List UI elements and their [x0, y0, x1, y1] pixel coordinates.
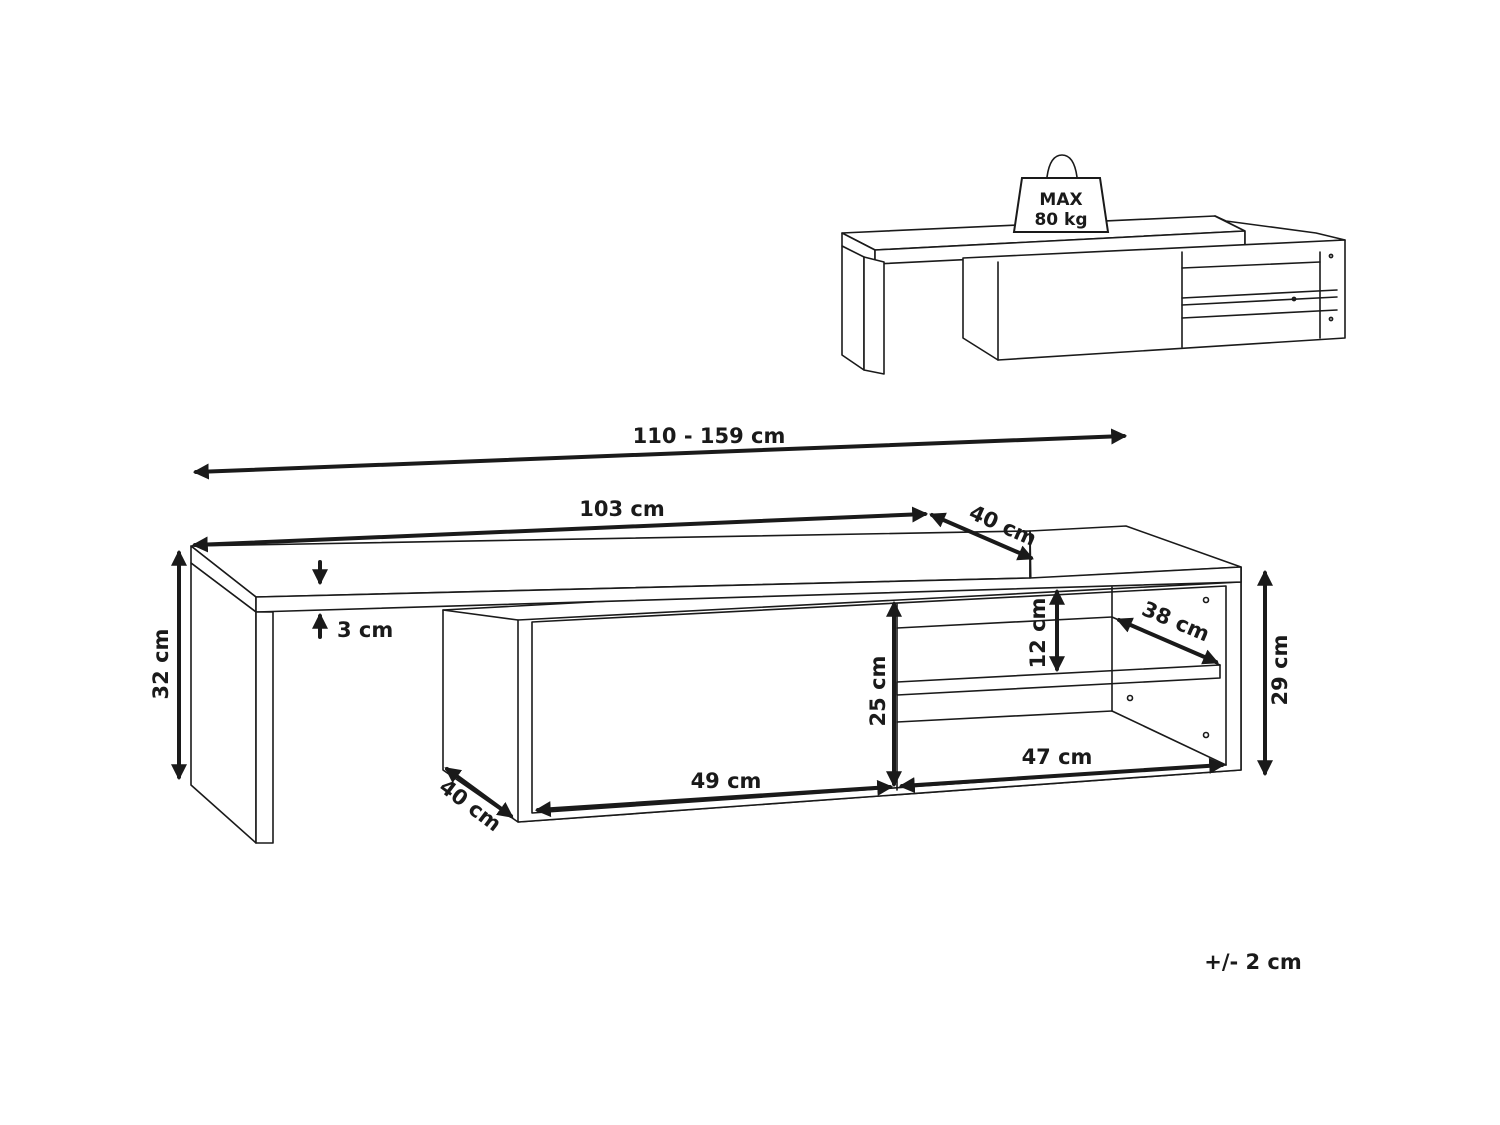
- top-length-label: 103 cm: [579, 497, 664, 521]
- tolerance-label: +/- 2 cm: [1204, 950, 1302, 974]
- weight-icon: [1012, 154, 1110, 233]
- inner-height-label: 25 cm: [866, 656, 890, 727]
- shelf-width-label: 47 cm: [1022, 745, 1093, 769]
- height-right-label: 29 cm: [1268, 635, 1292, 706]
- total-length-label: 110 - 159 cm: [633, 424, 786, 448]
- top-thickness-label: 3 cm: [337, 618, 393, 642]
- drawer-width-label: 49 cm: [691, 769, 762, 793]
- preview-illustration: MAX 80 kg: [841, 154, 1346, 375]
- main-illustration: [171, 428, 1273, 844]
- shelf-height-label: 12 cm: [1026, 598, 1050, 669]
- weight-max-label: MAX: [1039, 190, 1082, 210]
- weight-value-label: 80 kg: [1034, 210, 1087, 230]
- height-left-label: 32 cm: [149, 629, 173, 700]
